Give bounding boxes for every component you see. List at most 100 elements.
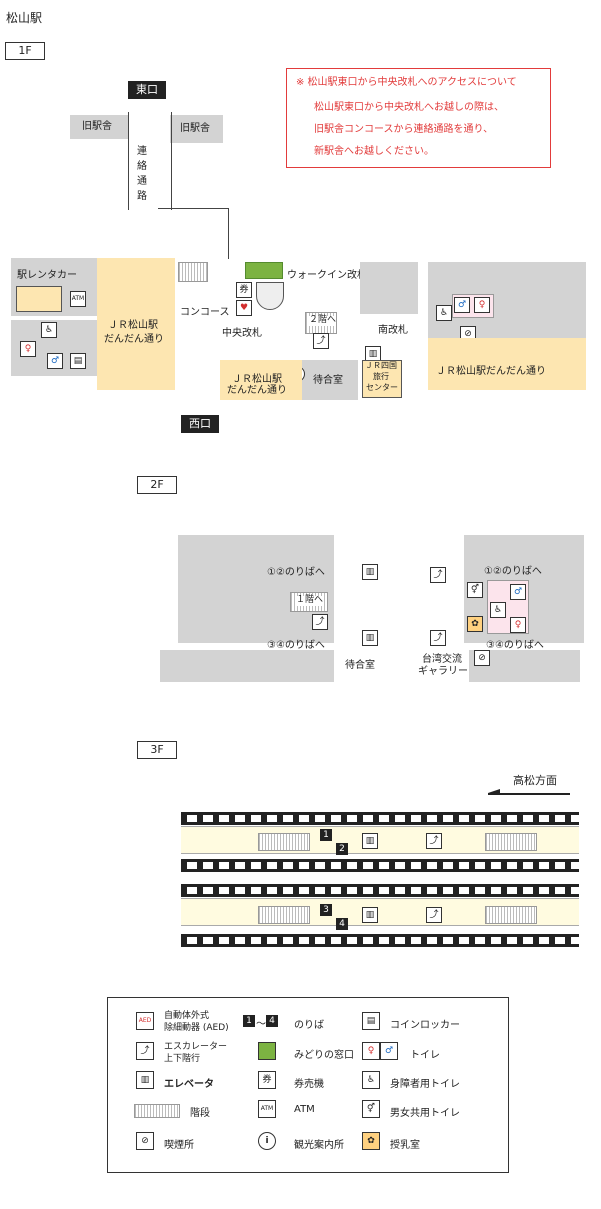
track-gap <box>219 815 229 822</box>
connector-char-4: 路 <box>137 191 147 202</box>
legend-platform-to: 4 <box>266 1015 278 1027</box>
track-4 <box>181 934 581 947</box>
old-building-right-label: 旧駅舎 <box>180 123 210 134</box>
legend-toilet: トイレ <box>410 1050 440 1061</box>
jr-shop-center-line2: だんだん通り <box>227 385 287 396</box>
track-gap <box>347 887 357 894</box>
track-gap <box>427 937 437 944</box>
central-gate-label: 中央改札 <box>222 328 262 339</box>
legend-escalator-line2: 上下階行 <box>164 1054 201 1064</box>
legend-stairs: 階段 <box>190 1108 210 1119</box>
track-gap <box>347 815 357 822</box>
track-gap <box>251 937 261 944</box>
female-toilet-icon-right: ♀ <box>474 297 490 313</box>
legend-unisex-toilet: 男女共用トイレ <box>390 1108 460 1119</box>
track-gap <box>379 887 389 894</box>
legend: AED 自動体外式 除細動器 (AED) 1 ～ 4 のりば ▤ コインロッカー… <box>107 997 509 1173</box>
jr-shop-left-line1: ＪＲ松山駅 <box>108 320 158 331</box>
track-gap <box>523 887 533 894</box>
track-gap <box>539 887 549 894</box>
accessible-toilet-legend-icon: ♿ <box>362 1071 380 1089</box>
old-building-right <box>170 115 223 143</box>
elevator-icon-2f-top: ▥ <box>362 564 378 580</box>
track-gap <box>283 815 293 822</box>
old-building-left <box>70 115 128 139</box>
track-gap <box>491 862 501 869</box>
escalator-icon-3f-12: ⤴ <box>426 833 442 849</box>
nursing-legend-icon: ✿ <box>362 1132 380 1150</box>
to-platform-12-right: ①②のりばへ <box>484 566 542 577</box>
track-gap <box>347 937 357 944</box>
track-gap <box>443 937 453 944</box>
notice-line2: 旧駅舎コンコースから連絡通路を通り、 <box>314 124 494 135</box>
track-gap <box>363 862 373 869</box>
track-gap <box>315 862 325 869</box>
track-gap <box>395 887 405 894</box>
notice-box: ※ 松山駅東口から中央改札へのアクセスについて 松山駅東口から中央改札へお越しの… <box>286 68 551 168</box>
track-gap <box>187 815 197 822</box>
track-gap <box>459 815 469 822</box>
connector-char-1: 連 <box>137 146 147 157</box>
track-gap <box>507 887 517 894</box>
jr-shop-right <box>428 338 586 390</box>
legend-escalator-line1: エスカレーター <box>164 1042 228 1052</box>
midori-window-icon <box>245 262 283 279</box>
track-gap <box>315 815 325 822</box>
track-gap <box>219 937 229 944</box>
track-gap <box>491 937 501 944</box>
track-gap <box>475 862 485 869</box>
corridor-2f <box>334 535 464 643</box>
track-gap <box>219 887 229 894</box>
jr-shop-left <box>97 258 175 390</box>
track-gap <box>203 862 213 869</box>
info-legend-icon: i <box>258 1132 276 1150</box>
escalator-icon-1f: ⤴ <box>313 333 329 349</box>
track-gap <box>187 887 197 894</box>
coin-locker-legend-icon: ▤ <box>362 1012 380 1030</box>
track-gap <box>331 937 341 944</box>
gallery-line1: 台湾交流 <box>422 654 462 665</box>
elevator-legend-icon: ▥ <box>136 1071 154 1089</box>
legend-platform-sep: ～ <box>256 1019 266 1030</box>
male-toilet-icon-left: ♂ <box>47 353 63 369</box>
ticket-machine-legend-icon: 券 <box>258 1071 276 1089</box>
track-gap <box>267 862 277 869</box>
female-toilet-legend-icon: ♀ <box>362 1042 380 1060</box>
track-gap <box>523 815 533 822</box>
female-toilet-icon-2f: ♀ <box>510 617 526 633</box>
track-gap <box>459 887 469 894</box>
travel-center <box>362 360 402 398</box>
track-gap <box>507 937 517 944</box>
track-gap <box>363 937 373 944</box>
platform-number-2: 2 <box>336 843 348 855</box>
stairs-platform-12-right <box>485 833 537 851</box>
old-building-left-label: 旧駅舎 <box>82 121 112 132</box>
unisex-toilet-icon: ⚥ <box>467 582 483 598</box>
station-title: 松山駅 <box>6 11 43 25</box>
to-platform-12-left: ①②のりばへ <box>267 567 325 578</box>
escalator-icon-2f-bottom: ⤴ <box>430 630 446 646</box>
track-gap <box>187 937 197 944</box>
track-gap <box>395 862 405 869</box>
platform-number-4: 4 <box>336 918 348 930</box>
legend-midori: みどりの窓口 <box>294 1050 354 1061</box>
track-gap <box>539 815 549 822</box>
track-gap <box>283 937 293 944</box>
track-gap <box>491 815 501 822</box>
track-gap <box>299 815 309 822</box>
jr-shop-right-label: ＪＲ松山駅だんだん通り <box>436 366 546 377</box>
track-gap <box>203 815 213 822</box>
legend-platforms: のりば <box>294 1020 324 1031</box>
legend-nursing: 授乳室 <box>390 1140 420 1151</box>
smoking-icon-2f: ⊘ <box>474 650 490 666</box>
track-gap <box>507 815 517 822</box>
track-gap <box>235 815 245 822</box>
legend-accessible-toilet: 身障者用トイレ <box>390 1079 460 1090</box>
track-gap <box>427 887 437 894</box>
track-1 <box>181 812 581 825</box>
track-gap <box>267 937 277 944</box>
female-toilet-icon-left: ♀ <box>20 341 36 357</box>
track-gap <box>283 862 293 869</box>
jr-shop-center <box>220 360 302 400</box>
escalator-icon-2f-left: ⤴ <box>312 614 328 630</box>
